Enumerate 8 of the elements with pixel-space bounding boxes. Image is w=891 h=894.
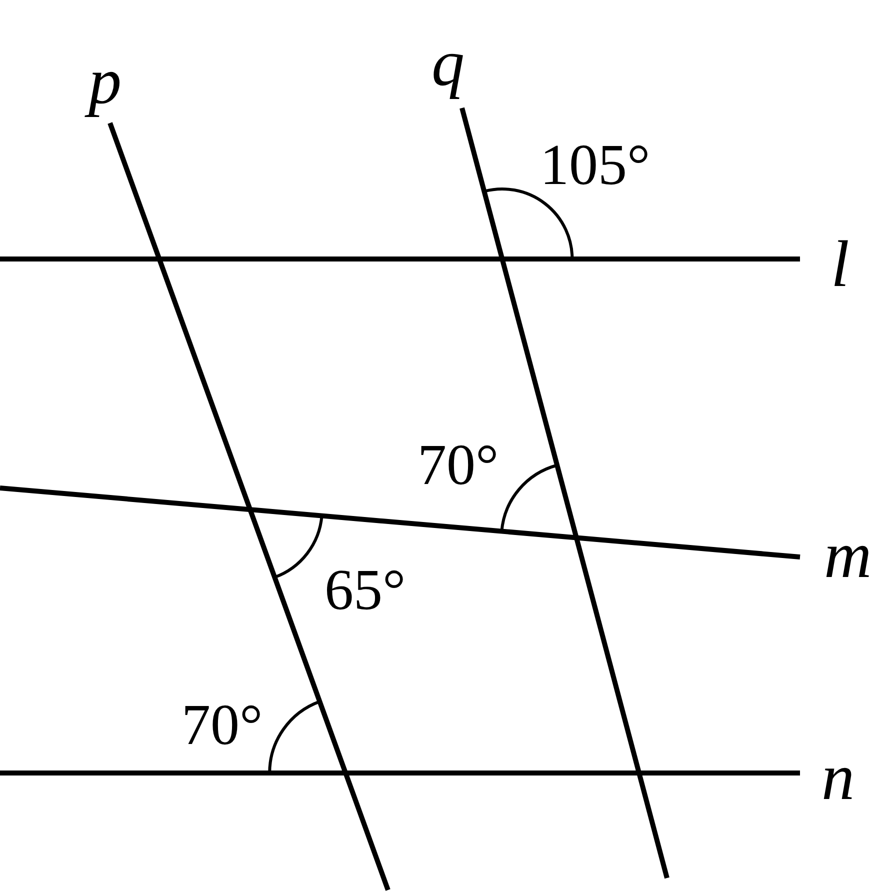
angle-label: 65° bbox=[324, 561, 406, 619]
line-label: n bbox=[822, 745, 854, 811]
angle-label: 70° bbox=[418, 436, 499, 494]
line-label: l bbox=[831, 232, 850, 298]
angle-label: 70° bbox=[182, 696, 263, 754]
line-label: q bbox=[432, 31, 464, 97]
angle-label: 105° bbox=[540, 136, 650, 194]
line-label: m bbox=[824, 523, 872, 589]
